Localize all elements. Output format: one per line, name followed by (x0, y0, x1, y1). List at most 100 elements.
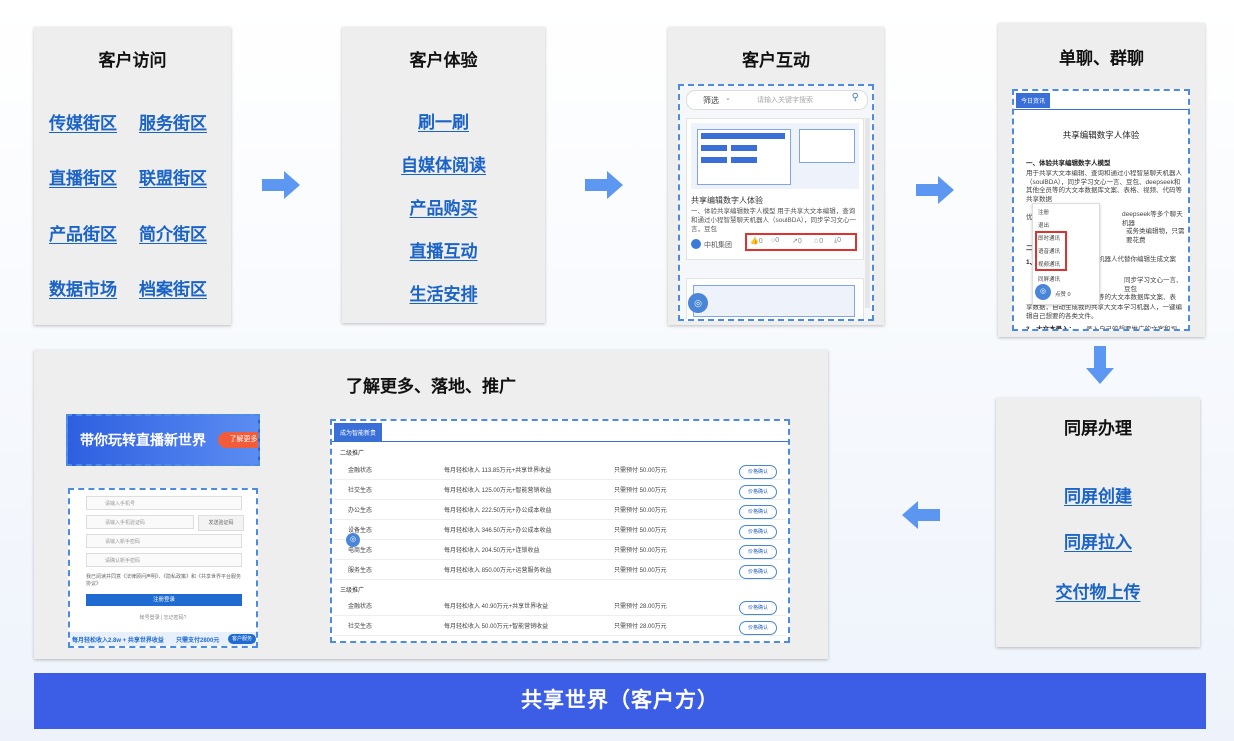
filter-bar: 筛选 ⌄ 请输入关键字搜索 ⚲ (686, 90, 868, 110)
link-life-arrangement[interactable]: 生活安排 (409, 285, 478, 304)
chat-screenshot: 今日资讯 共享编辑数字人体验 一、体验共享编辑数字人模型 用于共享大文本编辑、查… (1012, 89, 1190, 331)
table-cell-income: 每月轻松收入 125.00万元+智能营销收益 (444, 488, 552, 494)
arrow-right-icon (916, 176, 954, 204)
price-confirm-button[interactable]: 价格确认 (739, 621, 777, 635)
link-alliance-district[interactable]: 联盟街区 (139, 169, 207, 188)
menu-screen-share[interactable]: 同屏通讯 (1038, 277, 1061, 283)
pricing-table: 成为智能新贵 二级推广 金融状态每月轻松收入 113.85万元+共享世界收益只需… (330, 419, 790, 643)
table-cell-category: 服务生态 (348, 568, 373, 574)
link-live-interaction[interactable]: 直播互动 (409, 242, 478, 261)
link-intro-district[interactable]: 简介街区 (139, 225, 207, 244)
like-icon[interactable]: 👍0 (750, 238, 763, 245)
doc-para-2b: deepseek等多个聊天机器 (1122, 211, 1183, 227)
comment-icon[interactable]: ○0 (771, 237, 780, 244)
table-cell-income: 每月轻松收入 40.90万元+共享世界收益 (444, 604, 549, 610)
link-upload-deliverable[interactable]: 交付物上传 (1055, 583, 1141, 602)
link-swipe[interactable]: 刷一刷 (418, 113, 469, 132)
chat-bubble-icon[interactable]: ◎ (346, 533, 360, 547)
search-icon[interactable]: ⚲ (851, 92, 859, 103)
table-cell-income: 每月轻松收入 222.50万元+办公成本收益 (444, 508, 552, 514)
chat-title: 单聊、群聊 (1059, 49, 1144, 68)
link-archive-district[interactable]: 档案街区 (139, 280, 207, 299)
login-links[interactable]: 帐号登录 | 忘记密码? (139, 615, 187, 621)
register-form: 请输入手机号 请输入手机验证码 发送验证码 请输入新手密码 请确认新手密码 我已… (68, 488, 258, 648)
table-cell-income: 每月轻松收入 204.50万元+连锁收益 (444, 548, 540, 554)
price-confirm-button[interactable]: 价格确认 (739, 565, 777, 579)
banner-text: 带你玩转直播新世界 (80, 432, 206, 448)
customer-experience-card: 客户体验 刷一刷 自媒体阅读 产品购买 直播互动 生活安排 (342, 27, 545, 323)
link-join-session[interactable]: 同屏拉入 (1064, 533, 1132, 552)
password-input[interactable]: 请输入新手密码 (86, 534, 242, 548)
doc-title: 共享编辑数字人体验 (1062, 130, 1140, 140)
confirm-password-input[interactable]: 请确认新手密码 (86, 553, 242, 567)
chat-bubble-icon[interactable]: ◎ (1035, 284, 1051, 300)
menu-video-call[interactable]: 视频通讯 (1038, 262, 1061, 268)
group-tertiary: 三级推广 (340, 588, 365, 594)
link-service-district[interactable]: 服务街区 (139, 114, 207, 133)
banner-learn-more-button[interactable]: 了解更多 → (218, 432, 258, 448)
arrow-left-icon (902, 501, 940, 529)
post-card[interactable]: 共享编辑数字人体验 一、体验共享编辑数字人模型 用于共享大文本编辑，查询和通过小… (686, 118, 864, 260)
link-product-district[interactable]: 产品街区 (49, 225, 117, 244)
post-author: 中机集团 (704, 242, 732, 249)
menu-instant-message[interactable]: 即时通讯 (1038, 236, 1061, 242)
link-media-reading[interactable]: 自媒体阅读 (401, 156, 486, 175)
customer-access-card: 客户访问 传媒街区 服务街区 直播街区 联盟街区 产品街区 简介街区 数据市场 … (34, 27, 231, 325)
chat-card: 单聊、群聊 今日资讯 共享编辑数字人体验 一、体验共享编辑数字人模型 用于共享大… (998, 23, 1205, 337)
price-confirm-button[interactable]: 价格确认 (739, 465, 777, 479)
table-cell-income: 每月轻松收入 850.00万元+运营服务收益 (444, 568, 552, 574)
table-cell-prepay: 只需预付 50.00万元 (614, 568, 667, 574)
table-cell-category: 社交生态 (348, 624, 373, 630)
table-cell-income: 每月轻松收入 50.00万元+智能营销收益 (444, 624, 549, 630)
star-icon[interactable]: ☆0 (813, 238, 824, 245)
price-confirm-button[interactable]: 价格确认 (739, 525, 777, 539)
share-icon[interactable]: ↗0 (792, 238, 802, 245)
bottom-income-text: 每月轻松收入2.8w + 共享世界收益 (72, 638, 164, 644)
table-row: 社交生态 每月轻松收入 125.00万元+智能营销收益 只需预付 50.00万元 价格… (334, 479, 786, 500)
promotion-card: 了解更多、落地、推广 带你玩转直播新世界 了解更多 → 请输入手机号 请输入手机… (34, 350, 828, 659)
tab-today-news[interactable]: 今日资讯 (1016, 93, 1051, 108)
bottom-promo-bar: 每月轻松收入2.8w + 共享世界收益 只需支付2800元 客户服务 (70, 632, 256, 646)
chat-bubble-icon[interactable]: ◎ (688, 293, 708, 313)
sms-code-input[interactable]: 请输入手机验证码 (86, 515, 194, 529)
link-create-session[interactable]: 同屏创建 (1064, 487, 1132, 506)
price-confirm-button[interactable]: 价格确认 (739, 505, 777, 519)
post-stats-bar: 👍0 ○0 ↗0 ☆0 ⤓0 (745, 233, 857, 251)
table-cell-category: 社交生态 (348, 488, 373, 494)
link-product-purchase[interactable]: 产品购买 (409, 199, 478, 218)
post-excerpt: 一、体验共享编辑数字人模型 用于共享大文本编辑，查询和通过小程智慧聊天机器人（s… (691, 208, 857, 233)
menu-logout[interactable]: 退出 (1038, 223, 1050, 229)
menu-register[interactable]: 注册 (1038, 210, 1050, 216)
group-secondary: 二级推广 (340, 451, 365, 457)
table-cell-prepay: 只需预付 50.00万元 (614, 528, 667, 534)
doc-para-4d: 享数据，自动生成我的共享大文本学习机器人，一键编辑自己想要的各类文件。 (1026, 304, 1182, 320)
post-card-2[interactable] (686, 278, 864, 319)
menu-likes[interactable]: 点赞 0 (1055, 292, 1071, 298)
link-live-district[interactable]: 直播街区 (49, 169, 117, 188)
send-code-button[interactable]: 发送验证码 (198, 515, 244, 531)
register-submit-button[interactable]: 注册登录 (86, 594, 242, 606)
price-confirm-button[interactable]: 价格确认 (739, 601, 777, 615)
phone-input[interactable]: 请输入手机号 (86, 496, 242, 510)
table-row: 服务生态 每月轻松收入 850.00万元+运营服务收益 只需预付 50.00万元 价格… (334, 559, 786, 580)
table-cell-category: 设备生态 (348, 528, 373, 534)
cosharing-card: 同屏办理 同屏创建 同屏拉入 交付物上传 (996, 398, 1200, 647)
table-cell-income: 每月轻松收入 113.85万元+共享世界收益 (444, 468, 552, 474)
link-media-district[interactable]: 传媒街区 (49, 114, 117, 133)
menu-voice-call[interactable]: 语音通讯 (1038, 249, 1061, 255)
table-cell-prepay: 只需预付 28.00万元 (614, 604, 667, 610)
price-confirm-button[interactable]: 价格确认 (739, 545, 777, 559)
tab-become-smart[interactable]: 成为智能新贵 (334, 423, 383, 442)
arrow-right-icon (585, 171, 623, 199)
scrollbar[interactable] (865, 118, 870, 308)
arrow-right-icon (262, 171, 300, 199)
filter-dropdown[interactable]: 筛选 (703, 96, 719, 105)
customer-service-button[interactable]: 客户服务 (228, 634, 256, 644)
table-cell-prepay: 只需预付 50.00万元 (614, 488, 667, 494)
download-icon[interactable]: ⤓0 (834, 237, 842, 244)
price-confirm-button[interactable]: 价格确认 (739, 485, 777, 499)
search-input[interactable]: 请输入关键字搜索 (757, 97, 813, 104)
agreement-text[interactable]: 我已阅读并同意《法律顾问声明》、《隐私政策》和《共享世界平台服务协议》 (86, 574, 242, 587)
table-cell-income: 每月轻松收入 346.50万元+办公成本收益 (444, 528, 552, 534)
link-data-market[interactable]: 数据市场 (49, 280, 117, 299)
